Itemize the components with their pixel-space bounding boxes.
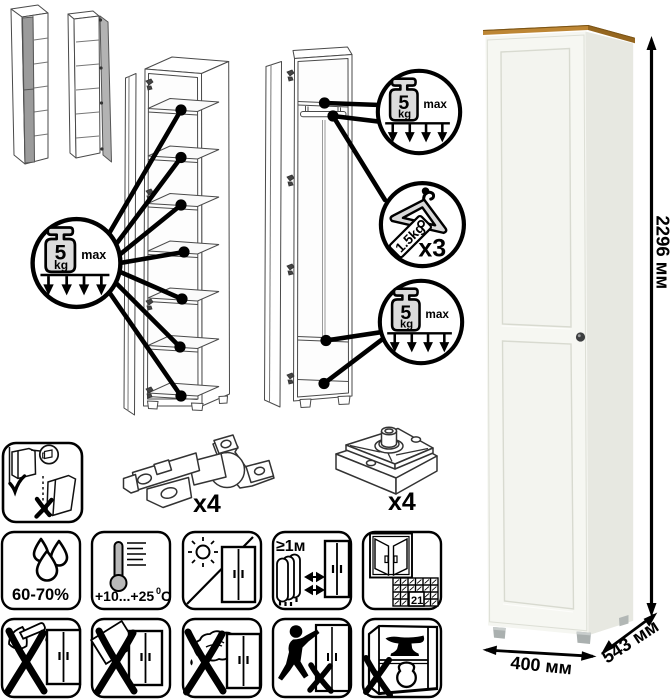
svg-text:x4: x4 xyxy=(193,490,221,518)
svg-text:0: 0 xyxy=(156,586,161,596)
svg-text:+10...+25: +10...+25 xyxy=(95,588,154,604)
svg-text:≥1м: ≥1м xyxy=(276,538,306,555)
svg-text:x4: x4 xyxy=(388,488,416,516)
svg-text:C: C xyxy=(161,588,171,604)
svg-text:2296 мм: 2296 мм xyxy=(653,216,672,290)
svg-text:400 мм: 400 мм xyxy=(510,653,573,679)
svg-text:x3: x3 xyxy=(418,235,446,263)
svg-text:21: 21 xyxy=(411,595,423,607)
svg-text:60-70%: 60-70% xyxy=(12,586,69,604)
